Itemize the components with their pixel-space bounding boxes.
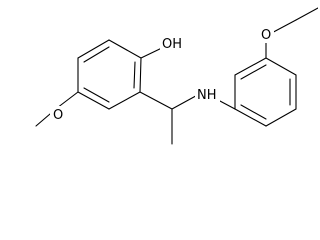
bond-ring2-inner-c6-c1 — [240, 104, 267, 120]
bond-ring2-inner-c2-c3 — [240, 64, 267, 80]
methoxy-oxygen-label: O — [53, 108, 63, 123]
amine-label: NH — [197, 88, 217, 103]
ethoxy-oxygen-label: O — [261, 28, 271, 43]
bond-ring1-inner-c3-c4 — [83, 87, 110, 103]
bond-ring1-c5-c6 — [77, 39, 110, 59]
bond-layer — [35, 7, 318, 145]
atom-label-layer: OH O NH O — [50, 26, 274, 123]
ethoxy-oxygen-label-backdrop — [259, 26, 274, 43]
bond-ring2-c2-c3 — [234, 57, 267, 76]
chemical-structure-diagram: OH O NH O — [35, 7, 318, 145]
bond-ring1-c6-c1 — [108, 39, 142, 59]
amine-label-backdrop — [195, 86, 220, 103]
bond-ring1-c2-c3 — [108, 91, 141, 110]
bond-c2-ch — [139, 91, 173, 110]
bond-ring1-c1-c2 — [139, 57, 142, 93]
bond-ring1-c3-c4 — [77, 91, 110, 110]
bond-ring1-inner-c1-c2 — [133, 61, 136, 89]
hydroxyl-label-backdrop — [160, 35, 185, 52]
bond-ring2-c6-c1 — [234, 108, 267, 127]
bond-c4-methoxy-o — [56, 91, 79, 109]
methoxy-oxygen-label-backdrop — [50, 106, 65, 123]
bond-ring2-c5-c6 — [265, 108, 297, 127]
bond-ethoxy-ch2-ch3 — [295, 7, 318, 21]
bond-ring1-inner-c5-c6 — [83, 46, 110, 63]
hydroxyl-label: OH — [162, 37, 182, 52]
bond-ring2-c3-c4 — [265, 57, 297, 76]
